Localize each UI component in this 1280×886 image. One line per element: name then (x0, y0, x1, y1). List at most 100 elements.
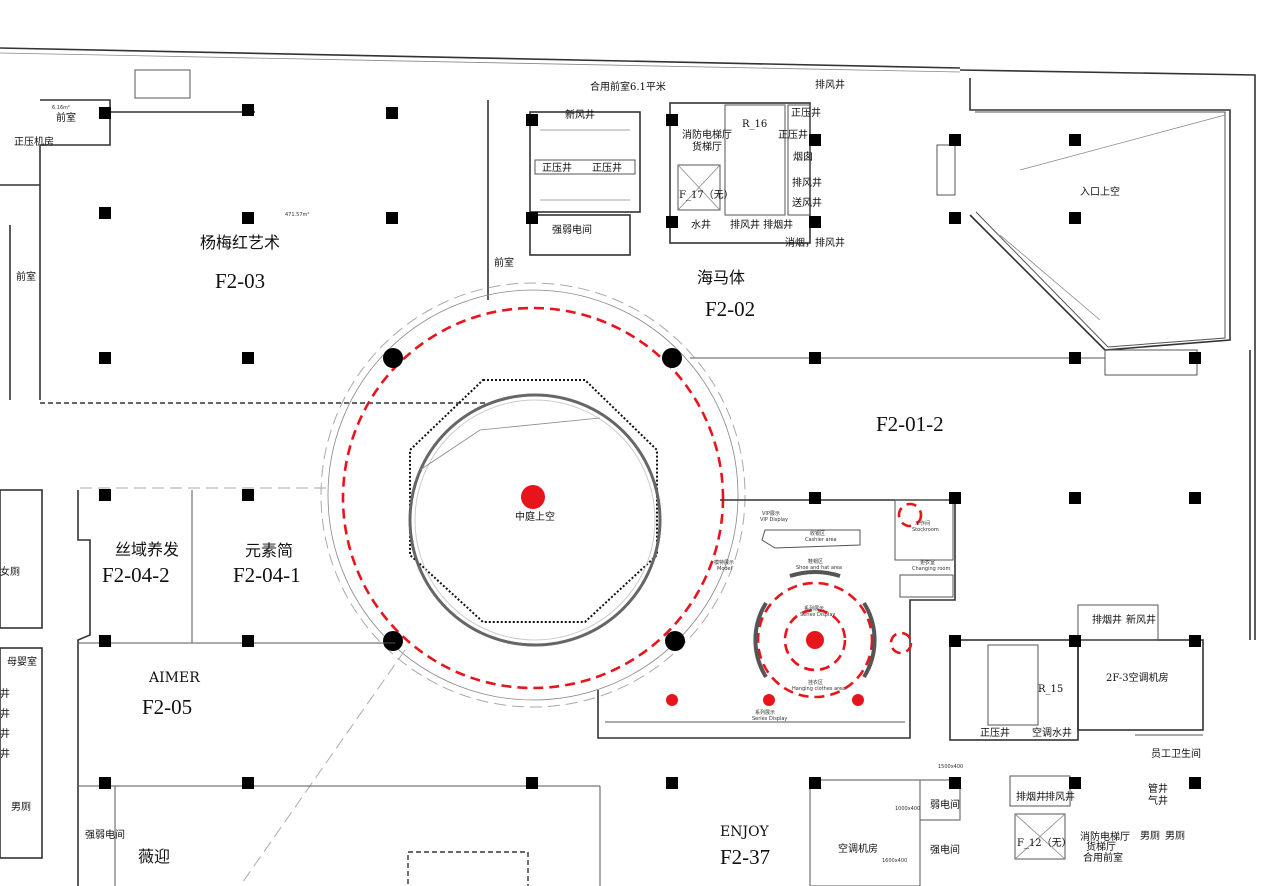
unit-name: ENJOY (720, 824, 770, 840)
room-label: 排烟井 (1016, 790, 1046, 803)
store-label: Changing room (912, 566, 950, 572)
unit-name: 元素简 (245, 541, 293, 560)
room-label: 合用前室 (1083, 851, 1123, 864)
atrium-label: 中庭上空 (515, 510, 555, 523)
room-label: R_16 (742, 119, 767, 130)
room-label: 强弱电间 (552, 223, 592, 236)
store-label: 系列展示 (804, 605, 824, 612)
room-label: 正压井 (592, 161, 622, 174)
room-label: 井 (0, 707, 10, 720)
structural-columns (99, 104, 1201, 789)
column (666, 216, 678, 228)
column (242, 777, 254, 789)
room-label: 井 (0, 747, 10, 760)
column (949, 492, 961, 504)
store-label: Model (717, 566, 732, 572)
store-label: 挂衣区 (808, 679, 823, 686)
room-label: 管井 (1148, 782, 1168, 795)
dimension-label: 1500x400 (938, 764, 963, 770)
room-label: 排风井 (792, 176, 822, 189)
room-label: 新风井 (1126, 613, 1156, 626)
room-label: 前室 (16, 270, 36, 283)
dimension-label: 1600x400 (882, 858, 907, 864)
room-area: 6.16m² (52, 105, 70, 111)
column (526, 114, 538, 126)
column (1069, 352, 1081, 364)
atrium: 中庭上空 (80, 282, 746, 886)
unit-f2-02: 海马体 F2-02 (690, 268, 1105, 359)
room-label: 2F-3空调机房 (1106, 671, 1169, 684)
column (1189, 352, 1201, 364)
store-label: VIP展示 (762, 511, 780, 517)
room-label: 井 (0, 727, 10, 740)
store-label: 系列展示 (755, 709, 775, 716)
column (949, 777, 961, 789)
unit-f2-03: 杨梅红艺术 F2-03 471.57m² 6.16m² 前室 正压机房 前室 (0, 69, 489, 404)
column (809, 777, 821, 789)
room-label: 空调水井 (1032, 726, 1072, 739)
room-label: 正压井 (980, 726, 1010, 739)
room-label: 男厕 (1140, 830, 1160, 842)
column (949, 134, 961, 146)
column (809, 134, 821, 146)
column (949, 635, 961, 647)
store-label: Series Display (800, 612, 835, 618)
unit-id: F2-03 (215, 269, 265, 293)
unit-id: F2-05 (142, 695, 192, 719)
room-label: 男厕 (1165, 830, 1185, 842)
column (809, 352, 821, 364)
dimension-label: 1000x400 (895, 806, 920, 812)
unit-id: F2-02 (705, 297, 755, 321)
column (386, 212, 398, 224)
red-marker (521, 485, 545, 509)
void-label: 入口上空 (1080, 185, 1120, 198)
room-label: 空调机房 (838, 842, 878, 855)
unit-name: 杨梅红艺术 (200, 233, 280, 252)
unit-name: 海马体 (697, 268, 745, 287)
column (242, 104, 254, 116)
column (99, 635, 111, 647)
column (99, 207, 111, 219)
unit-id: F2-04-1 (233, 563, 301, 587)
room-label: 母婴室 (7, 655, 37, 668)
room-label: 正压井 (542, 161, 572, 174)
column (1069, 635, 1081, 647)
column (1069, 212, 1081, 224)
column (242, 489, 254, 501)
column (99, 352, 111, 364)
unit-f2-04: 丝域养发 F2-04-2 元素简 F2-04-1 AIMER F2-05 薇迎 … (77, 490, 600, 886)
store-label: Cashier area (805, 537, 837, 543)
room-label: 员工卫生间 (1151, 747, 1201, 760)
column (1189, 777, 1201, 789)
room-label: F_17（无） (679, 189, 734, 201)
room-label: 水井 (691, 218, 711, 231)
store-label: Stockroom (912, 527, 939, 533)
column (242, 635, 254, 647)
store-label: Series Display (752, 716, 787, 722)
room-label: 消防电梯厅 (682, 128, 732, 141)
core-north: 合用前室6.1平米 新风井 正压井 正压井 强弱电间 前室 消防电梯厅 货梯厅 … (494, 78, 845, 269)
column (666, 114, 678, 126)
room-label: 排风井 (815, 78, 845, 91)
room-label: 烟囱 (793, 150, 813, 163)
column (386, 107, 398, 119)
store-label: VIP Display (760, 517, 788, 523)
room-label: 正压井 (778, 128, 808, 141)
unit-area: 471.57m² (285, 212, 309, 218)
room-label: 女厕 (0, 565, 20, 578)
room-label: 正压井 (791, 106, 821, 119)
left-restrooms: 女厕 母婴室 男厕 井 井 井 井 (0, 489, 43, 859)
column (949, 212, 961, 224)
store-label: 鞋帽区 (808, 558, 823, 565)
room-label: 合用前室6.1平米 (590, 80, 666, 93)
room-label: 前室 (56, 111, 76, 124)
room-label: 前室 (494, 256, 514, 269)
unit-name: 丝域养发 (115, 540, 179, 559)
column (526, 777, 538, 789)
room-label: 排风井 (1045, 790, 1075, 803)
room-label: 货梯厅 (692, 140, 722, 153)
room-label: 新风井 (565, 108, 595, 121)
room-label: 送风井 (792, 196, 822, 209)
column (1069, 134, 1081, 146)
